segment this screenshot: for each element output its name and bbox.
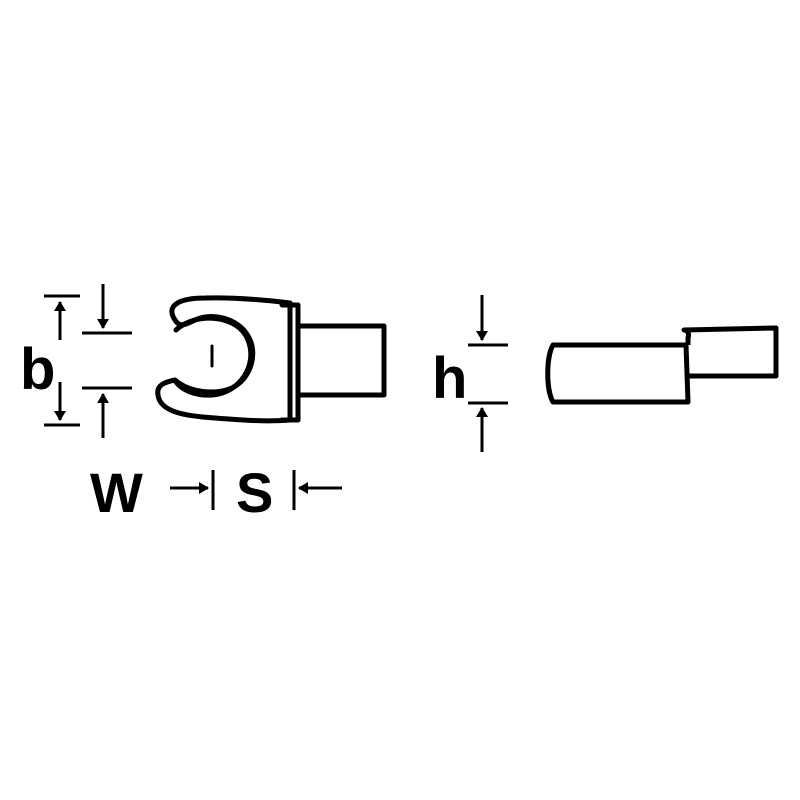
side-view-head <box>545 342 691 405</box>
label-b: b <box>20 337 55 402</box>
label-s: S <box>236 461 273 524</box>
label-w: W <box>90 461 143 524</box>
ring-head-front-view <box>155 295 387 424</box>
dimension-h <box>468 295 508 452</box>
label-h: h <box>432 346 467 411</box>
ring-bore <box>173 315 254 398</box>
side-view <box>545 325 779 405</box>
square-tang <box>295 323 387 398</box>
dimension-s <box>170 470 342 510</box>
flange <box>279 302 301 423</box>
side-view-tang <box>681 325 779 379</box>
dimension-b <box>44 284 132 438</box>
